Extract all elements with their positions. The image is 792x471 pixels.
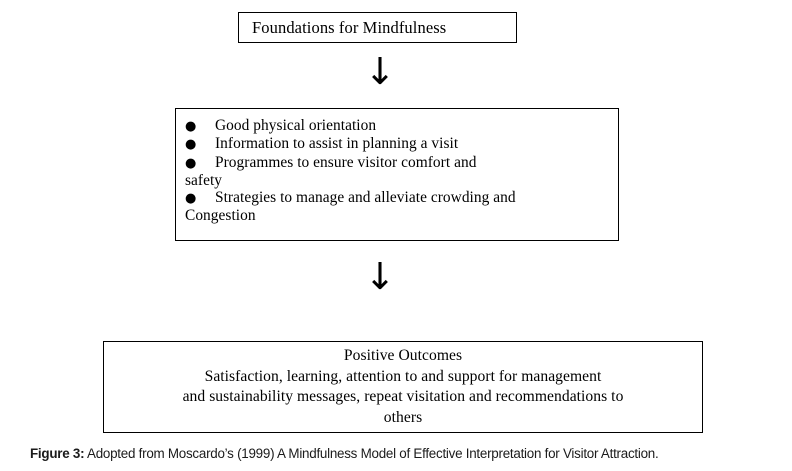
list-item-label: Congestion <box>185 207 256 225</box>
list-item-continuation: Congestion <box>185 207 610 224</box>
list-item-continuation: safety <box>185 172 610 189</box>
figure-caption-text: Adopted from Moscardo’s (1999) A Mindful… <box>84 446 659 461</box>
positive-outcomes-box: Positive Outcomes Satisfaction, learning… <box>103 341 703 433</box>
foundations-box-title: Foundations for Mindfulness <box>252 17 447 37</box>
list-item: ● Good physical orientation <box>185 117 610 135</box>
bullet-icon: ● <box>185 191 197 207</box>
list-item-label: safety <box>185 171 223 189</box>
list-item-label: Information to assist in planning a visi… <box>215 135 459 153</box>
list-item: ● Strategies to manage and alleviate crow… <box>185 189 610 207</box>
bullet-icon: ● <box>185 155 197 171</box>
foundations-box: Foundations for Mindfulness <box>238 12 517 43</box>
list-item-label: Programmes to ensure visitor comfort and <box>215 153 477 171</box>
positive-outcomes-line-2: and sustainability messages, repeat visi… <box>182 388 624 405</box>
down-arrow-icon-2: ↓ <box>364 255 396 298</box>
bullet-icon: ● <box>185 137 197 153</box>
foundations-bullet-list: ● Good physical orientation ● Information … <box>185 117 610 225</box>
figure-caption-label: Figure 3: <box>30 446 85 461</box>
foundations-details-box: ● Good physical orientation ● Information … <box>175 108 619 241</box>
list-item-label: Strategies to manage and alleviate crowd… <box>215 189 516 207</box>
down-arrow-icon-1: ↓ <box>364 50 396 93</box>
list-item: ● Information to assist in planning a vis… <box>185 135 610 153</box>
bullet-icon: ● <box>185 119 197 134</box>
positive-outcomes-heading: Positive Outcomes <box>343 347 463 364</box>
list-item-label: Good physical orientation <box>215 117 377 134</box>
positive-outcomes-line-1: Satisfaction, learning, attention to and… <box>204 367 602 385</box>
positive-outcomes-line-3: others <box>383 408 423 426</box>
list-item: ● Programmes to ensure visitor comfort an… <box>185 154 610 172</box>
figure-caption: Figure 3: Adopted from Moscardo’s (1999)… <box>30 445 770 462</box>
